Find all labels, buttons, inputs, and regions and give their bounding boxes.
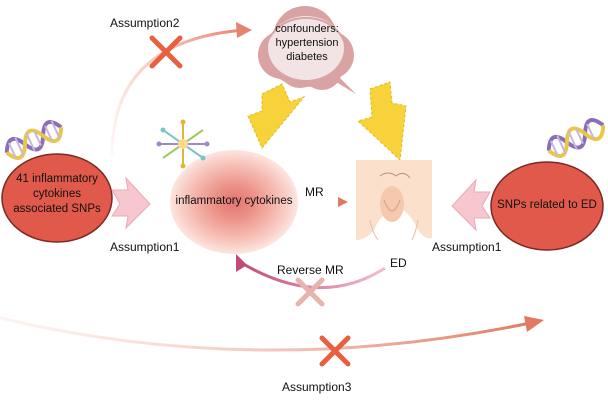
snps-left-label: 41 inflammatory cytokines associated SNP… (6, 172, 108, 217)
cytokines-label: inflammatory cytokines (175, 195, 293, 207)
assumption1-left-label: Assumption1 (110, 240, 180, 254)
snps-right-node (490, 161, 604, 251)
assumption3-label: Assumption3 (282, 380, 352, 394)
mr-arrow (296, 197, 348, 207)
pelvis-illustration (356, 160, 432, 241)
snps-right-label: SNPs related to ED (497, 199, 597, 211)
dna-icon-left (4, 120, 64, 160)
reverse-mr-label: Reverse MR (277, 263, 344, 277)
confounders-line3: diabetes (286, 51, 328, 63)
cytokines-node (170, 150, 298, 254)
snps-left-line3: associated SNPs (13, 203, 101, 215)
snps-left-line1: 41 inflammatory (16, 173, 98, 185)
snps-left-node (1, 153, 113, 243)
assumption2-curve (110, 22, 252, 156)
pink-arrow-left (111, 176, 151, 230)
assumption2-label: Assumption2 (110, 16, 180, 30)
dna-icon-right (546, 118, 606, 158)
mr-label: MR (305, 185, 324, 199)
yellow-arrow-left (247, 83, 306, 149)
yellow-arrow-right (357, 81, 407, 162)
confounders-cloud (258, 6, 356, 94)
confounders-line2: hypertension (275, 37, 339, 49)
snps-left-line2: cytokines (33, 188, 81, 200)
assumption1-right-label: Assumption1 (432, 240, 502, 254)
ed-label: ED (390, 256, 407, 270)
confounders-line1: confounders: (275, 23, 339, 35)
assumption3-curve (0, 316, 544, 352)
cytokine-molecule-icon (156, 119, 210, 169)
pink-arrow-right (451, 178, 491, 232)
cross-reverse-mr (295, 277, 325, 307)
confounders-label: confounders: hypertension diabetes (268, 22, 346, 64)
cross-assumption2 (149, 35, 183, 69)
cross-assumption3 (319, 335, 351, 367)
